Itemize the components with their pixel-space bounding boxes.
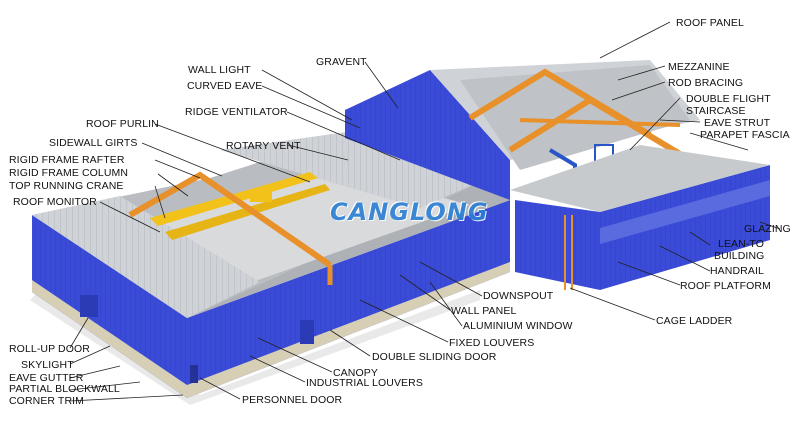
label-roof-panel: ROOF PANEL xyxy=(676,17,744,29)
label-building: BUILDING xyxy=(714,250,765,262)
label-ridge-ventilator: RIDGE VENTILATOR xyxy=(185,106,288,118)
label-partial-blockwall: PARTIAL BLOCKWALL xyxy=(9,383,120,395)
label-mezzanine: MEZZANINE xyxy=(668,61,730,73)
label-fixed-louvers: FIXED LOUVERS xyxy=(449,337,535,349)
watermark-logo: CANGLONG xyxy=(330,198,489,226)
label-wall-panel: WALL PANEL xyxy=(451,305,517,317)
label-aluminium-window: ALUMINIUM WINDOW xyxy=(463,320,573,332)
label-eave-gutter: EAVE GUTTER xyxy=(9,372,84,384)
partial-blockwall-strip xyxy=(32,280,187,398)
label-wall-light: WALL LIGHT xyxy=(188,64,251,76)
mezzanine-beam xyxy=(519,118,681,127)
label-double-sliding-door: DOUBLE SLIDING DOOR xyxy=(372,351,497,363)
roof-panel-near xyxy=(32,196,260,318)
roof-panel-far xyxy=(220,130,510,208)
rear-rafter-b xyxy=(508,96,692,163)
label-lean-to: LEAN-TO xyxy=(718,238,765,250)
label-top-running-crane: TOP RUNNING CRANE xyxy=(9,180,124,192)
crane-hoist xyxy=(250,190,272,202)
label-roll-up-door: ROLL-UP DOOR xyxy=(9,343,90,355)
label-roof-platform: ROOF PLATFORM xyxy=(680,280,771,292)
roll-up-door xyxy=(80,295,98,317)
label-cage-ladder: CAGE LADDER xyxy=(656,315,733,327)
label-rod-bracing: ROD BRACING xyxy=(668,77,744,89)
lean-to-wall-front xyxy=(515,200,600,290)
label-roof-purlin: ROOF PURLIN xyxy=(86,118,159,130)
front-right-wall xyxy=(187,200,510,398)
crane-girder-2 xyxy=(165,184,330,240)
label-downspout: DOWNSPOUT xyxy=(483,290,554,302)
rafter-1 xyxy=(128,171,332,268)
sliding-door xyxy=(300,320,314,344)
label-eave-strut: EAVE STRUT xyxy=(704,117,771,129)
label-glazing: GLAZING xyxy=(744,223,791,235)
label-rotary-vent: ROTARY VENT xyxy=(226,140,301,152)
label-handrail: HANDRAIL xyxy=(710,265,764,277)
front-left-wall xyxy=(32,215,187,398)
lean-to-roof xyxy=(510,145,770,212)
label-staircase: STAIRCASE xyxy=(686,105,746,117)
tall-rear-wall xyxy=(345,70,510,200)
label-industrial-louvers: INDUSTRIAL LOUVERS xyxy=(306,377,423,389)
label-double-flight: DOUBLE FLIGHT xyxy=(686,93,771,105)
label-rigid-frame-rafter: RIGID FRAME RAFTER xyxy=(9,154,125,166)
glazing-band xyxy=(600,180,770,244)
leader-lines xyxy=(69,21,781,402)
label-rigid-frame-column: RIGID FRAME COLUMN xyxy=(9,167,129,179)
label-roof-monitor: ROOF MONITOR xyxy=(13,196,97,208)
label-canopy: CANOPY xyxy=(333,367,378,379)
label-parapet-fascia: PARAPET FASCIA xyxy=(700,129,790,141)
label-skylight: SKYLIGHT xyxy=(21,359,74,371)
label-personnel-door: PERSONNEL DOOR xyxy=(242,394,343,406)
label-gravent: GRAVENT xyxy=(316,56,367,68)
personnel-door-shape xyxy=(190,365,198,383)
label-curved-eave: CURVED EAVE xyxy=(187,80,263,92)
label-sidewall-girts: SIDEWALL GIRTS xyxy=(49,137,138,149)
label-corner-trim: CORNER TRIM xyxy=(9,395,84,407)
